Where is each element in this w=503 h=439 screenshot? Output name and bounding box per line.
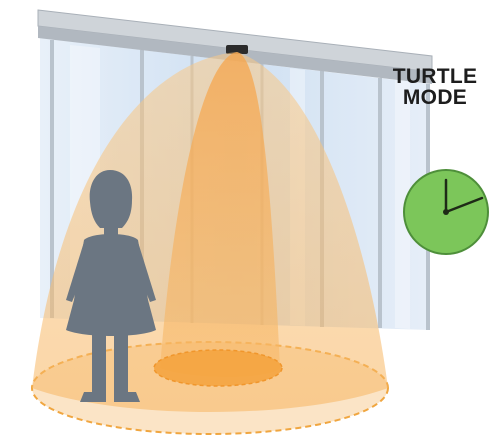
mode-label-line1: TURTLE [392, 65, 478, 88]
person-silhouette [66, 170, 156, 402]
inner-floor-zone [153, 349, 283, 387]
mode-label: TURTLE MODE [370, 66, 500, 108]
sensor-beam-core [160, 52, 280, 377]
clock-icon [403, 169, 489, 255]
motion-sensor [226, 45, 248, 54]
clock-minute-hand [444, 196, 484, 214]
mode-label-line2: MODE [402, 86, 468, 109]
